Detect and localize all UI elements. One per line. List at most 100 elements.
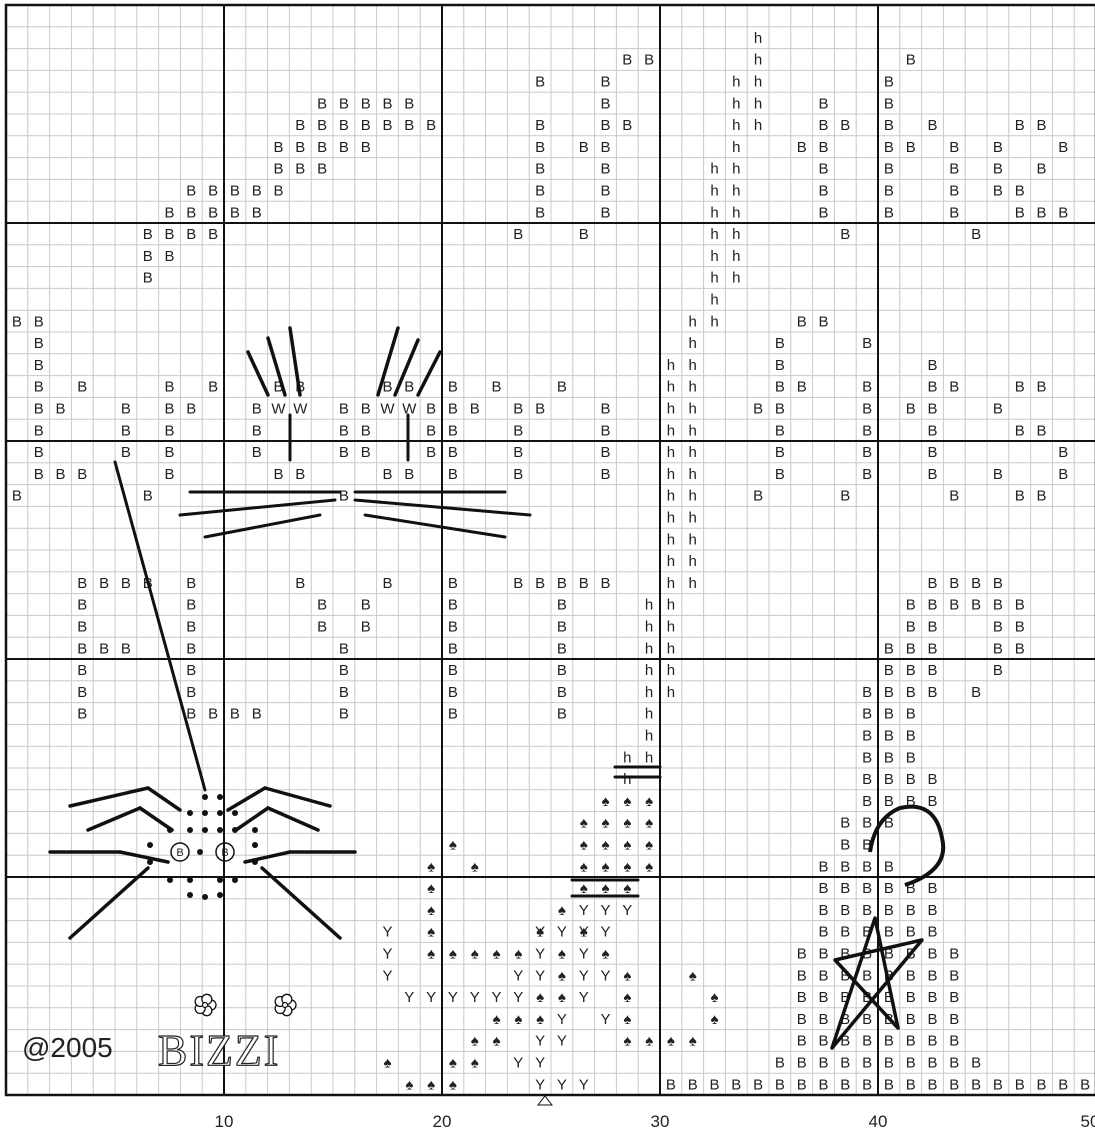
- stitch-symbol: B: [1015, 1076, 1025, 1093]
- stitch-symbol: ♠: [427, 902, 435, 919]
- axis-tick-30: 30: [651, 1112, 670, 1132]
- stitch-symbol: B: [927, 902, 937, 919]
- stitch-symbol: B: [77, 379, 87, 396]
- stitch-symbol: Y: [557, 1076, 567, 1093]
- stitch-symbol: B: [295, 466, 305, 483]
- stitch-symbol: B: [513, 466, 523, 483]
- stitch-symbol: B: [186, 684, 196, 701]
- stitch-symbol: B: [143, 226, 153, 243]
- stitch-symbol: h: [732, 74, 740, 91]
- stitch-symbol: B: [448, 401, 458, 418]
- stitch-symbol: B: [317, 619, 327, 636]
- stitch-symbol: B: [818, 1033, 828, 1050]
- stitch-symbol: B: [993, 575, 1003, 592]
- spider-body-dot: [202, 810, 208, 816]
- stitch-symbol: B: [862, 771, 872, 788]
- stitch-symbol: h: [667, 401, 675, 418]
- stitch-symbol: B: [862, 1076, 872, 1093]
- stitch-symbol: B: [535, 204, 545, 221]
- spider-body-dot: [217, 794, 223, 800]
- stitch-symbol: B: [884, 858, 894, 875]
- stitch-symbol: B: [513, 575, 523, 592]
- stitch-symbol: B: [77, 466, 87, 483]
- stitch-symbol: B: [927, 880, 937, 897]
- stitch-symbol: B: [949, 161, 959, 178]
- stitch-symbol: B: [600, 161, 610, 178]
- stitch-symbol: B: [252, 422, 262, 439]
- stitch-symbol: Y: [557, 1033, 567, 1050]
- stitch-symbol: B: [121, 640, 131, 657]
- stitch-symbol: B: [884, 117, 894, 134]
- stitch-symbol: B: [557, 706, 567, 723]
- stitch-symbol: B: [884, 95, 894, 112]
- stitch-symbol: B: [34, 401, 44, 418]
- stitch-symbol: B: [906, 1011, 916, 1028]
- stitch-symbol: B: [753, 488, 763, 505]
- stitch-symbol: ♠: [645, 815, 653, 832]
- stitch-symbol: B: [77, 619, 87, 636]
- stitch-symbol: ♠: [558, 902, 566, 919]
- stitch-symbol: B: [404, 379, 414, 396]
- stitch-symbol: ♠: [645, 837, 653, 854]
- stitch-symbol: B: [993, 662, 1003, 679]
- stitch-symbol: B: [797, 1055, 807, 1072]
- stitch-symbol: ♠: [427, 880, 435, 897]
- stitch-symbol: B: [709, 1076, 719, 1093]
- stitch-symbol: B: [884, 204, 894, 221]
- stitch-symbol: ♠: [493, 946, 501, 963]
- stitch-symbol: B: [818, 967, 828, 984]
- axis-tick-50: 50: [1081, 1112, 1095, 1132]
- stitch-symbol: ♠: [602, 837, 610, 854]
- stitch-symbol: B: [775, 379, 785, 396]
- stitch-symbol: B: [884, 793, 894, 810]
- stitch-symbol: h: [667, 662, 675, 679]
- stitch-symbol: B: [927, 1055, 937, 1072]
- stitch-symbol: B: [927, 793, 937, 810]
- stitch-symbol: ♠: [580, 815, 588, 832]
- stitch-symbol: B: [993, 183, 1003, 200]
- stitch-symbol: h: [689, 531, 697, 548]
- stitch-symbol: B: [1058, 204, 1068, 221]
- stitch-symbol: B: [818, 313, 828, 330]
- stitch-symbol: B: [927, 466, 937, 483]
- stitch-symbol: B: [99, 575, 109, 592]
- stitch-symbol: B: [12, 488, 22, 505]
- stitch-symbol: B: [535, 575, 545, 592]
- stitch-symbol: B: [862, 706, 872, 723]
- stitch-symbol: h: [732, 204, 740, 221]
- stitch-symbol: B: [143, 270, 153, 287]
- stitch-symbol: B: [993, 1076, 1003, 1093]
- stitch-symbol: B: [993, 161, 1003, 178]
- spider-body-dot: [147, 859, 153, 865]
- stitch-symbol: Y: [535, 967, 545, 984]
- stitch-symbol: ♠: [427, 946, 435, 963]
- stitch-symbol: B: [927, 771, 937, 788]
- stitch-symbol: B: [840, 924, 850, 941]
- stitch-symbol: ♠: [514, 946, 522, 963]
- stitch-symbol: B: [448, 597, 458, 614]
- spider-leg: [148, 788, 180, 810]
- stitch-symbol: ♠: [471, 1033, 479, 1050]
- stitch-symbol: B: [143, 488, 153, 505]
- stitch-symbol: B: [818, 880, 828, 897]
- stitch-symbol: h: [732, 183, 740, 200]
- stitch-symbol: B: [884, 880, 894, 897]
- stitch-symbol: B: [862, 793, 872, 810]
- stitch-symbol: B: [818, 183, 828, 200]
- stitch-symbol: Y: [600, 902, 610, 919]
- stitch-symbol: B: [927, 989, 937, 1006]
- spider-body-dot: [252, 827, 258, 833]
- stitch-symbol: Y: [579, 946, 589, 963]
- stitch-symbol: B: [99, 640, 109, 657]
- stitch-symbol: B: [862, 684, 872, 701]
- stitch-symbol: h: [689, 357, 697, 374]
- stitch-symbol: h: [645, 619, 653, 636]
- stitch-symbol: B: [1036, 379, 1046, 396]
- stitch-symbol: B: [949, 183, 959, 200]
- stitch-symbol: B: [252, 706, 262, 723]
- stitch-symbol: h: [754, 52, 762, 69]
- stitch-symbol: B: [121, 401, 131, 418]
- stitch-symbol: B: [535, 117, 545, 134]
- stitch-symbol: B: [927, 924, 937, 941]
- stitch-symbol: B: [906, 52, 916, 69]
